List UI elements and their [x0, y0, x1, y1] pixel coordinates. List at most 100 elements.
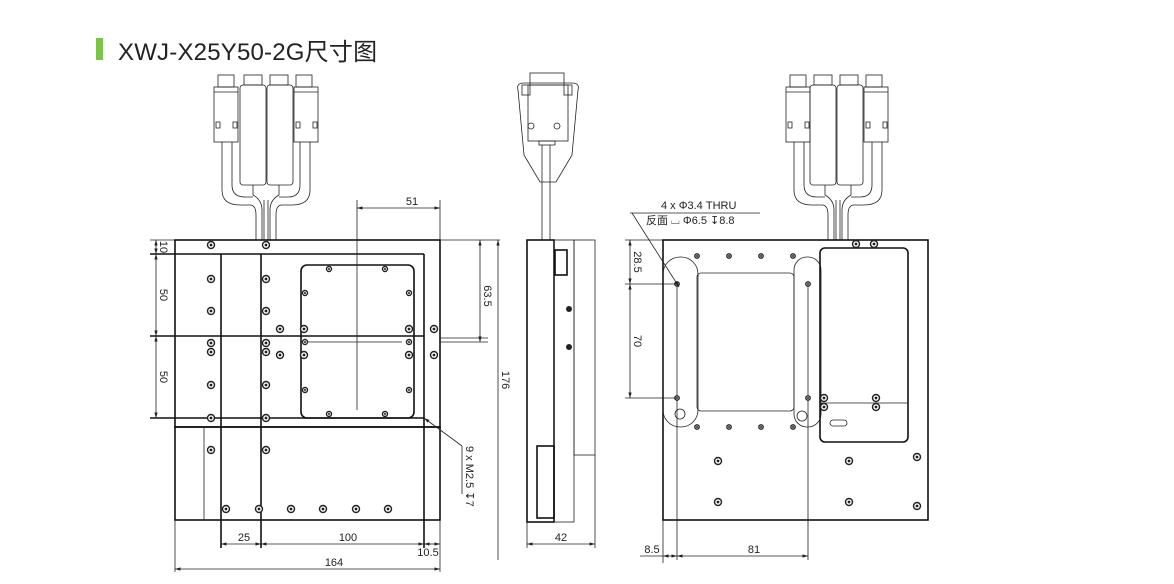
dim-10-5: 10.5: [417, 547, 438, 559]
front-dimensions: 10 50 50 51 63.5 176 9 x M2.5 ↧7 25 100 …: [150, 196, 511, 572]
hole-center: [408, 341, 410, 343]
hole-center: [278, 327, 282, 331]
dim-25: 25: [238, 532, 250, 544]
rear-hole-note-2: 反面 ⌴ Φ6.5 ↧8.8: [646, 214, 735, 227]
dim-51: 51: [406, 196, 418, 208]
front-connectors: [213, 74, 319, 240]
dim-100: 100: [339, 532, 357, 544]
hole-center: [264, 277, 268, 281]
hole-center: [807, 283, 809, 285]
dim-42: 42: [555, 532, 567, 544]
hole-center: [716, 459, 720, 463]
hole-center: [209, 448, 213, 452]
hole-center: [224, 507, 228, 511]
hole-center: [302, 327, 306, 331]
hole-center: [264, 448, 268, 452]
hole-center: [807, 397, 809, 399]
hole-center: [728, 426, 730, 428]
dim-63-5: 63.5: [481, 285, 493, 306]
hole-center: [874, 396, 878, 400]
hole-center: [209, 243, 213, 247]
rear-connectors: [785, 74, 889, 240]
hole-center: [209, 341, 213, 345]
rear-motor-cover: [819, 247, 909, 443]
rear-slot-left: [662, 256, 699, 428]
dim-50-lower: 50: [157, 371, 169, 383]
hole-center: [874, 405, 878, 409]
hole-center: [384, 268, 386, 270]
hole-center: [822, 396, 826, 400]
front-grid-lines: [150, 253, 425, 548]
rear-plate: [662, 239, 929, 521]
dim-50-upper: 50: [157, 289, 169, 301]
hole-center: [264, 243, 268, 247]
dim-164: 164: [325, 557, 343, 569]
rear-holes: [674, 239, 922, 511]
hole-center: [264, 383, 268, 387]
front-holes: [206, 240, 439, 514]
rear-dimensions: 4 x Φ3.4 THRU 反面 ⌴ Φ6.5 ↧8.8 28.5 70 8.5…: [625, 200, 808, 563]
dim-70: 70: [631, 335, 643, 347]
hole-center: [792, 426, 794, 428]
hole-center: [822, 405, 826, 409]
front-view: 10 50 50 51 63.5 176 9 x M2.5 ↧7 25 100 …: [150, 74, 511, 572]
hole-center: [328, 268, 330, 270]
hole-center: [304, 341, 306, 343]
front-top-plate: [174, 239, 441, 428]
hole-center: [209, 383, 213, 387]
hole-center: [209, 416, 213, 420]
hole-center: [264, 309, 268, 313]
hole-center: [792, 255, 794, 257]
side-dimensions: 42: [526, 455, 596, 548]
hole-center: [716, 500, 720, 504]
hole-center: [408, 389, 410, 391]
hole-center: [257, 507, 261, 511]
front-thread-note: 9 x M2.5 ↧7: [463, 446, 475, 507]
hole-center: [432, 327, 436, 331]
hole-center: [209, 277, 213, 281]
hole-center: [760, 255, 762, 257]
hole-center: [408, 292, 410, 294]
hole-center: [696, 426, 698, 428]
page-title: XWJ-X25Y50-2G尺寸图: [118, 38, 378, 66]
hole-center: [760, 426, 762, 428]
hole-center: [386, 507, 390, 511]
title-accent-bar: [96, 38, 103, 60]
hole-center: [264, 341, 268, 345]
hole-center: [847, 459, 851, 463]
hole-center: [432, 353, 436, 357]
hole-center: [328, 413, 330, 415]
rear-view: 4 x Φ3.4 THRU 反面 ⌴ Φ6.5 ↧8.8 28.5 70 8.5…: [625, 74, 929, 563]
rear-hole-note-1: 4 x Φ3.4 THRU: [661, 200, 736, 212]
hole-center: [304, 389, 306, 391]
hole-center: [407, 327, 411, 331]
hole-center: [209, 350, 213, 354]
hole-center: [854, 242, 858, 246]
dim-81: 81: [748, 544, 760, 556]
page-header: XWJ-X25Y50-2G尺寸图: [96, 36, 377, 66]
hole-center: [384, 413, 386, 415]
hole-center: [915, 455, 919, 459]
dim-176: 176: [499, 371, 511, 389]
hole-center: [289, 507, 293, 511]
hole-center: [847, 500, 851, 504]
dim-28-5: 28.5: [631, 251, 643, 272]
hole-center: [407, 353, 411, 357]
dim-10: 10: [157, 241, 169, 253]
hole-center: [872, 242, 876, 246]
hole-center: [321, 507, 325, 511]
front-base: [174, 426, 441, 521]
hole-center: [278, 353, 282, 357]
side-connector: [517, 72, 579, 240]
hole-center: [209, 309, 213, 313]
hole-center: [354, 507, 358, 511]
side-view: 42: [517, 72, 596, 548]
hole-center: [302, 353, 306, 357]
hole-center: [264, 350, 268, 354]
front-carriage-panel: [300, 264, 415, 419]
hole-center: [728, 255, 730, 257]
dim-8-5: 8.5: [644, 544, 659, 556]
hole-center: [915, 504, 919, 508]
hole-center: [264, 416, 268, 420]
